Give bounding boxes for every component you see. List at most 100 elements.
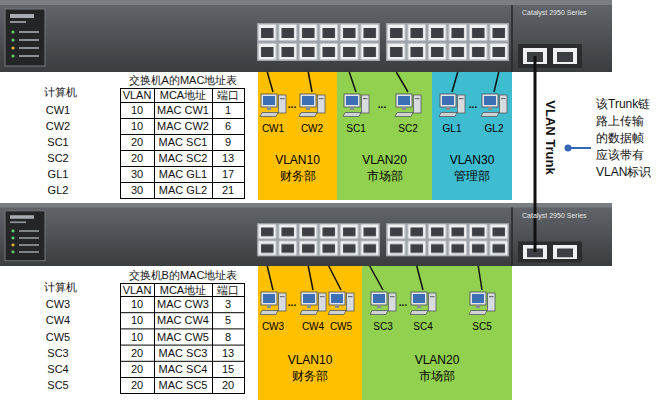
table-header: MCA地址 bbox=[160, 89, 206, 102]
computer-name: GL1 bbox=[48, 168, 69, 181]
computer-icon bbox=[300, 292, 326, 315]
table-cell: 10 bbox=[131, 120, 143, 133]
ellipsis: ... bbox=[288, 297, 296, 309]
network-cable bbox=[452, 72, 458, 92]
computer-name: CW4 bbox=[46, 314, 70, 327]
table-cell: 10 bbox=[131, 331, 143, 344]
computer-name: SC1 bbox=[346, 123, 365, 135]
computer-icon bbox=[298, 92, 326, 118]
table-cell: 20 bbox=[131, 152, 143, 165]
computer-name: CW3 bbox=[46, 298, 70, 311]
table-cell: 21 bbox=[222, 184, 234, 197]
table-header: 端口 bbox=[217, 284, 239, 297]
computer-icon bbox=[438, 92, 466, 118]
computer: SC5 bbox=[468, 290, 496, 334]
table-title: 交换机B的MAC地址表 bbox=[129, 269, 238, 282]
table-cell: 6 bbox=[225, 120, 231, 133]
vlan-label: VLAN10 财务部 bbox=[284, 352, 336, 384]
table-rule bbox=[121, 361, 245, 362]
table-cell: 3 bbox=[225, 298, 231, 311]
table-cell: 9 bbox=[225, 136, 231, 149]
computer-name: SC1 bbox=[47, 136, 68, 149]
table-cell: 10 bbox=[131, 298, 143, 311]
computer-icon bbox=[327, 290, 355, 316]
computer: CW5 bbox=[327, 290, 355, 334]
ellipsis: ... bbox=[288, 297, 296, 309]
table-cell: MAC SC1 bbox=[159, 136, 208, 149]
ellipsis: ... bbox=[288, 99, 296, 111]
table-cell: 13 bbox=[222, 152, 234, 165]
table-cell: MAC CW1 bbox=[157, 104, 209, 117]
table-cell: MAC CW4 bbox=[157, 314, 209, 327]
table-cell: MAC SC2 bbox=[159, 152, 208, 165]
table-header: 端口 bbox=[217, 284, 239, 297]
table-cell: MAC CW2 bbox=[157, 120, 209, 133]
table-title: 交换机A的MAC地址表 bbox=[129, 74, 238, 87]
table-cell: 10 bbox=[131, 120, 143, 133]
computer: CW2 bbox=[298, 92, 326, 136]
computer-icon bbox=[370, 292, 396, 315]
table-cell: MAC GL2 bbox=[159, 184, 207, 197]
computer-icon bbox=[260, 292, 286, 315]
table-cell: MAC SC1 bbox=[159, 136, 208, 149]
table-cell: MAC CW2 bbox=[157, 120, 209, 133]
computer-icon bbox=[369, 290, 397, 316]
table-cell: MAC SC2 bbox=[159, 152, 208, 165]
network-switch: Catalyst 2950 Series bbox=[0, 203, 612, 266]
computer-name: CW1 bbox=[262, 123, 284, 135]
vlan-region: VLAN10 财务部CW1CW2 bbox=[258, 72, 337, 200]
computer-name: CW4 bbox=[46, 314, 70, 327]
table-cell: 17 bbox=[222, 168, 234, 181]
computer-name: SC4 bbox=[47, 363, 68, 376]
table-rule bbox=[121, 328, 245, 329]
table-cell: 20 bbox=[131, 136, 143, 149]
table-rule bbox=[154, 284, 155, 394]
computer-icon bbox=[439, 94, 465, 117]
table-cell: 5 bbox=[225, 314, 231, 327]
computer-name: GL1 bbox=[48, 168, 69, 181]
table-cell: 10 bbox=[131, 298, 143, 311]
computer-name: SC3 bbox=[47, 347, 68, 360]
table-cell: 30 bbox=[131, 184, 143, 197]
table-cell: 20 bbox=[131, 347, 143, 360]
computer: CW4 bbox=[299, 290, 327, 334]
ellipsis: ... bbox=[469, 99, 477, 111]
table-cell: 20 bbox=[131, 363, 143, 376]
switch-illustration bbox=[0, 203, 612, 266]
table-cell: MAC SC5 bbox=[159, 379, 208, 392]
ellipsis: ... bbox=[399, 297, 407, 309]
network-cable bbox=[349, 72, 356, 92]
column-heading: 计算机 bbox=[44, 86, 77, 99]
table-cell: 20 bbox=[131, 347, 143, 360]
computer: SC4 bbox=[409, 290, 437, 334]
trunk-cable-stub bbox=[534, 56, 537, 72]
table-cell: 10 bbox=[131, 314, 143, 327]
computer-name: CW3 bbox=[46, 298, 70, 311]
computer-name: SC2 bbox=[47, 152, 68, 165]
table-cell: 13 bbox=[222, 152, 234, 165]
computer-name: CW2 bbox=[301, 123, 323, 135]
table-cell: MAC GL1 bbox=[159, 168, 207, 181]
table-cell: 21 bbox=[222, 184, 234, 197]
table-header: VLAN bbox=[123, 284, 152, 297]
table-rule bbox=[121, 296, 245, 297]
computer-icon bbox=[481, 94, 507, 117]
table-cell: MAC CW4 bbox=[157, 314, 209, 327]
table-cell: 20 bbox=[131, 363, 143, 376]
table-cell: 15 bbox=[222, 363, 234, 376]
table-cell: 10 bbox=[131, 314, 143, 327]
callout-note: 该Trunk链路上传输的数据帧应该带有VLAN标识 bbox=[596, 96, 654, 181]
table-cell: 1 bbox=[225, 104, 231, 117]
table-cell: 10 bbox=[131, 104, 143, 117]
table-cell: 6 bbox=[225, 120, 231, 133]
table-cell: 10 bbox=[131, 331, 143, 344]
table-header: MCA地址 bbox=[160, 284, 206, 297]
computer-name: SC1 bbox=[47, 136, 68, 149]
ellipsis: ... bbox=[469, 99, 477, 111]
callout-pointer bbox=[571, 147, 591, 149]
table-cell: 9 bbox=[225, 136, 231, 149]
computer-name: GL2 bbox=[48, 184, 69, 197]
computer-icon bbox=[299, 290, 327, 316]
